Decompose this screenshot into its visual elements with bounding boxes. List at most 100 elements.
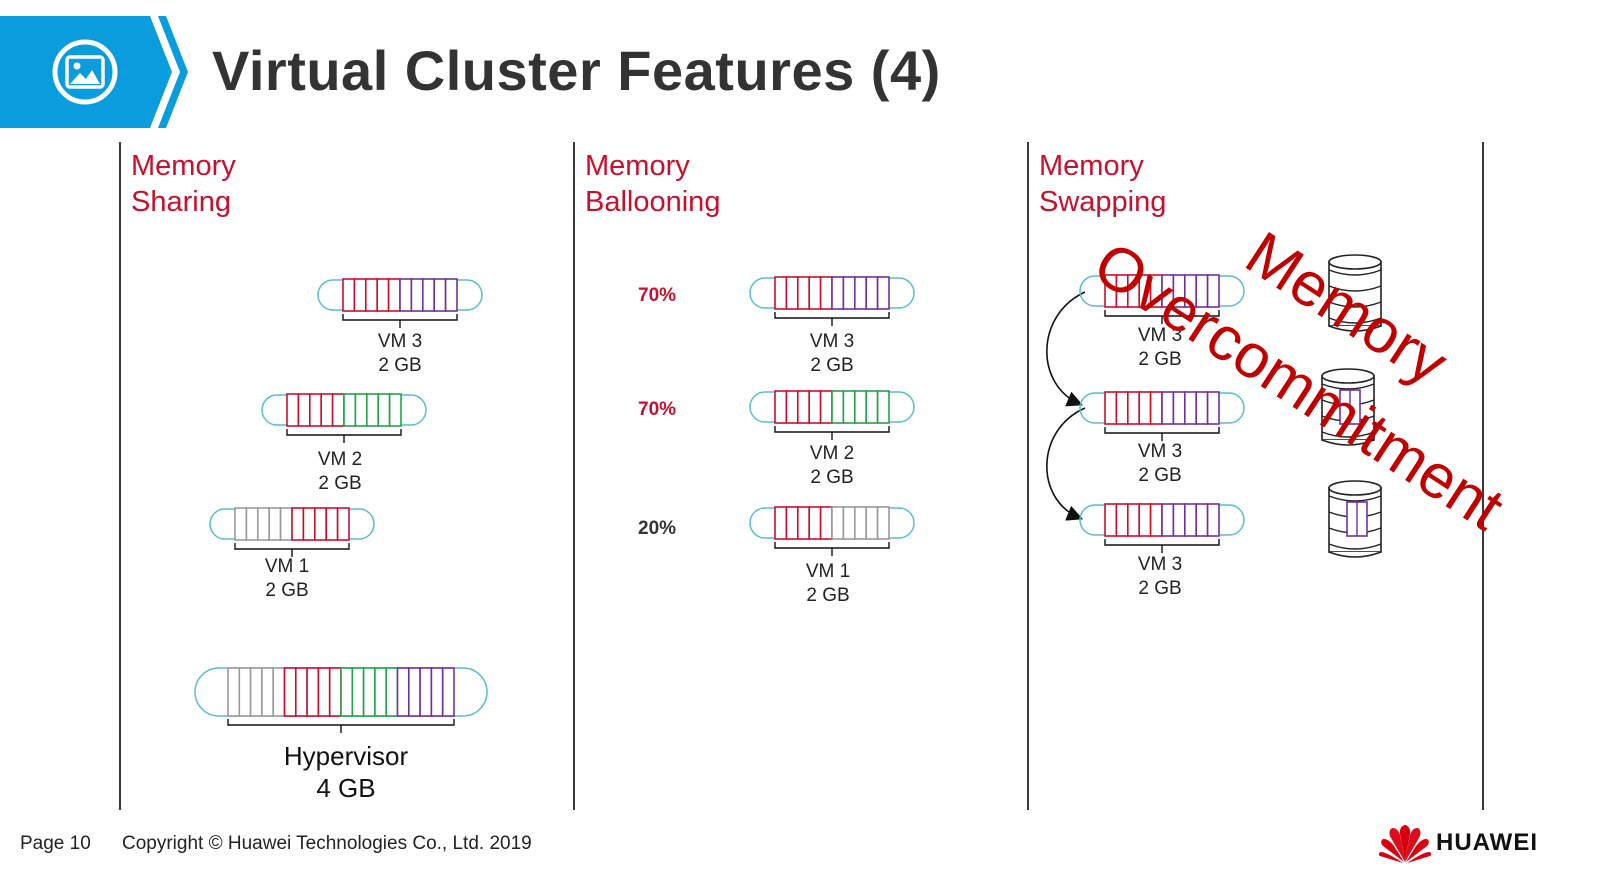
- memory-page: [1115, 391, 1129, 425]
- column-divider: [1027, 142, 1029, 810]
- memory-page: [853, 390, 867, 424]
- memory-page: [1104, 503, 1118, 537]
- memory-block: [749, 390, 915, 440]
- memory-page: [1206, 503, 1220, 537]
- memory-page: [774, 276, 788, 310]
- memory-page: [377, 393, 391, 427]
- memory-page: [317, 667, 331, 717]
- memory-page: [261, 667, 274, 717]
- column-divider: [1482, 142, 1484, 810]
- memory-page: [865, 390, 879, 424]
- memory-block: [1079, 391, 1245, 441]
- memory-page: [353, 278, 367, 312]
- memory-page: [1127, 391, 1141, 425]
- memory-block: [1079, 274, 1245, 324]
- image-icon: [52, 39, 118, 105]
- memory-block: [749, 276, 915, 326]
- swap-arrow: [1046, 291, 1086, 407]
- memory-page: [227, 667, 241, 717]
- memory-bracket: [774, 312, 890, 326]
- memory-page: [441, 667, 455, 717]
- memory-block: [749, 506, 915, 556]
- memory-page: [1161, 391, 1175, 425]
- memory-page: [302, 507, 316, 541]
- memory-page: [842, 276, 856, 310]
- memory-page: [831, 506, 845, 540]
- memory-page: [1206, 274, 1220, 308]
- memory-page: [365, 393, 379, 427]
- memory-page: [340, 667, 354, 717]
- memory-page: [819, 390, 833, 424]
- memory-page: [1172, 391, 1186, 425]
- brand-name: HUAWEI: [1436, 829, 1538, 856]
- memory-page: [342, 278, 356, 312]
- memory-page: [1195, 391, 1209, 425]
- memory-bracket: [286, 429, 402, 443]
- memory-page: [234, 507, 248, 541]
- memory-bracket: [234, 543, 350, 557]
- memory-page: [313, 507, 327, 541]
- memory-block: [1079, 503, 1245, 553]
- memory-page: [294, 667, 308, 717]
- memory-page: [1115, 503, 1129, 537]
- memory-page: [785, 390, 799, 424]
- memory-page: [808, 506, 822, 540]
- memory-page: [1127, 503, 1141, 537]
- page-number: Page 10: [20, 833, 91, 854]
- memory-bracket: [1104, 427, 1220, 441]
- memory-page: [385, 667, 399, 717]
- memory-bracket: [1104, 539, 1220, 553]
- memory-page: [1149, 391, 1163, 425]
- memory-page: [808, 276, 822, 310]
- memory-page: [362, 667, 376, 717]
- copyright-text: Copyright © Huawei Technologies Co., Ltd…: [122, 833, 532, 854]
- memory-page: [831, 390, 845, 424]
- memory-page: [1161, 503, 1175, 537]
- memory-page: [842, 390, 856, 424]
- memory-page: [328, 667, 342, 717]
- memory-page: [249, 667, 263, 717]
- memory-page: [796, 506, 810, 540]
- memory-page: [421, 278, 435, 312]
- memory-page: [1206, 391, 1220, 425]
- memory-page: [320, 393, 334, 427]
- memory-page: [399, 278, 413, 312]
- memory-page: [1184, 503, 1198, 537]
- memory-page: [297, 393, 311, 427]
- memory-page: [1184, 391, 1198, 425]
- memory-page: [1149, 503, 1163, 537]
- balloon-percent: 20%: [638, 518, 677, 539]
- memory-page: [336, 507, 350, 541]
- memory-page: [343, 393, 357, 427]
- memory-page: [865, 276, 879, 310]
- balloon-percent: 70%: [638, 399, 677, 420]
- memory-page: [430, 667, 444, 717]
- memory-page: [433, 278, 447, 312]
- header-banner: [0, 16, 188, 128]
- memory-page: [865, 506, 879, 540]
- huawei-logo-icon: [1378, 825, 1432, 863]
- memory-page: [325, 507, 339, 541]
- memory-page: [785, 506, 799, 540]
- memory-page: [419, 667, 433, 717]
- memory-page: [364, 278, 378, 312]
- memory-page: [354, 393, 368, 427]
- memory-page: [444, 278, 458, 312]
- memory-page: [819, 506, 833, 540]
- swap-arrow: [1046, 407, 1086, 521]
- memory-page: [774, 390, 788, 424]
- memory-page: [351, 667, 365, 717]
- memory-page: [1104, 391, 1118, 425]
- memory-page: [308, 393, 322, 427]
- memory-page: [387, 278, 401, 312]
